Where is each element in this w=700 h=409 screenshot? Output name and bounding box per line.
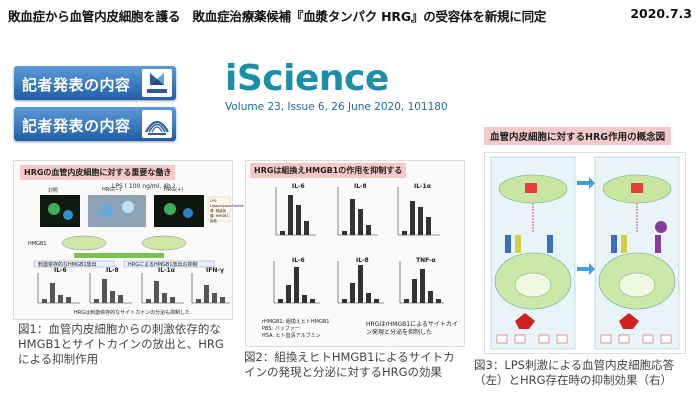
figure-2-chart-label: TNF-α: [416, 257, 436, 264]
figure-1-bar-charts: [37, 273, 230, 304]
journal-name-initial: i: [225, 58, 237, 99]
press-release-button-2[interactable]: 記者発表の内容: [14, 107, 176, 141]
figure-1-panel-label: 対照: [48, 188, 59, 194]
figure-2-caption: 図2：組換えヒトHMGB1によるサイトカインの発現と分泌に対するHRGの効果: [244, 350, 455, 379]
figure-2-chart-label: IL-6: [292, 183, 305, 190]
press-release-label: 記者発表の内容: [22, 117, 131, 135]
figure-1-lps-label: LPS ( 100 ng/ml, 4h ): [112, 183, 176, 190]
figure-3: [484, 152, 686, 354]
figure-1-legend: LPS: Lipopolysaccharide 青: 核染色 緑: HMGB1染…: [210, 199, 244, 224]
figure-2-note: HRGはrHMGB1によるサイトカイン発現と分泌を抑制した: [366, 321, 458, 336]
figure-2-title: HRGは組換えHMGB1の作用を抑制する: [250, 163, 407, 178]
figure-2-chart-label: IL-6: [292, 257, 305, 264]
figure-2-legend: rHMGB1: 組換えヒトHMGB1 PBS: バッファー HSA: ヒト血清ア…: [262, 319, 329, 340]
figure-2: HRGは組換えHMGB1の作用を抑制する IL-6 IL-8 IL-1α IL-…: [245, 160, 465, 347]
figure-1-panel-label: HRG(−): [102, 187, 122, 193]
press-release-button-1[interactable]: 記者発表の内容: [14, 66, 176, 100]
figure-2-chart-label: IL-8: [354, 183, 367, 190]
legend-item: PBS: バッファー: [262, 326, 300, 332]
figure-2-chart-label: IL-8: [356, 257, 369, 264]
header: 敗血症から血管内皮細胞を護る 敗血症治療薬候補『血漿タンパク HRG』の受容体を…: [0, 0, 700, 30]
figure-1-chart-label: IL-6: [54, 267, 67, 274]
journal-name-rest: Science: [236, 58, 389, 99]
figure-1-release-label-b: HRGによるHMGB1放出の抑制: [128, 262, 198, 268]
figure-3-caption: 図3：LPS刺激による血管内皮細胞応答（左）とHRG存在時の抑制効果（右）: [474, 358, 675, 387]
figure-1: HRGの血管内皮細胞に対する重要な働き LPS ( 100 ng/ml, 4h …: [13, 160, 244, 320]
figure-1-chart-label: IL-1α: [158, 267, 175, 274]
figure-1-panel-label: HRG(+): [164, 187, 184, 193]
journal-volume: Volume 23, Issue 6, 26 June 2020, 101180: [225, 101, 448, 113]
figure-2-chart-label: IL-1α: [414, 183, 431, 190]
page-date: 2020.7.3: [630, 6, 692, 21]
university-emblem-icon: [142, 110, 172, 138]
figure-1-hmgb1-label: HMGB1: [28, 241, 47, 247]
figure-1-release-label-a: 刺激依存的なHMGB1放出: [38, 262, 97, 268]
figure-3-title: 血管内皮細胞に対するHRG作用の概念図: [484, 127, 672, 145]
figure-1-chart-label: IL-8: [106, 267, 119, 274]
legend-item: LPS: Lipopolysaccharide: [210, 199, 244, 208]
figure-1-chart-label: IFN-γ: [206, 267, 224, 274]
figure-1-microscopy: [33, 195, 231, 268]
figure-1-title: HRGの血管内皮細胞に対する重要な働き: [20, 165, 176, 180]
figure-1-chart-footer: HRGは刺激依存的なサイトカインの分泌も抑制した: [74, 310, 191, 316]
press-release-label: 記者発表の内容: [22, 76, 131, 94]
page-title: 敗血症から血管内皮細胞を護る 敗血症治療薬候補『血漿タンパク HRG』の受容体を…: [8, 9, 547, 24]
amed-logo-icon: [142, 69, 172, 97]
legend-item: 緑: HMGB1染色: [210, 214, 229, 223]
figure-2-top-charts: [275, 187, 440, 236]
legend-item: rHMGB1: 組換えヒトHMGB1: [262, 319, 330, 325]
legend-item: HSA: ヒト血清アルブミン: [262, 333, 321, 339]
legend-item: 青: 核染色: [210, 209, 227, 213]
figure-3-diagram: [490, 156, 680, 350]
figure-1-caption: 図1：血管内皮細胞からの刺激依存的なHMGB1とサイトカインの放出と、HRGによ…: [18, 322, 224, 366]
journal-info: iScience Volume 23, Issue 6, 26 June 202…: [225, 58, 448, 113]
journal-name: iScience: [225, 58, 448, 99]
figure-2-bottom-charts: [273, 261, 444, 304]
